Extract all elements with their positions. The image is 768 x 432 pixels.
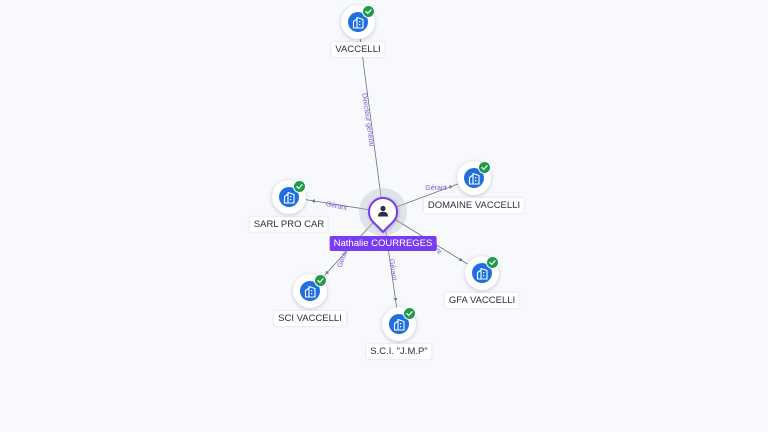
company-node-label[interactable]: VACCELLI [331, 42, 385, 57]
company-node-label[interactable]: SARL PRO CAR [249, 217, 329, 232]
company-node-label[interactable]: SCI VACCELLI [274, 311, 346, 326]
company-node-label[interactable]: DOMAINE VACCELLI [423, 198, 525, 213]
company-node-label[interactable]: S.C.I. "J.M.P" [366, 344, 432, 359]
verified-check-icon [362, 5, 375, 18]
check-glyph [489, 260, 496, 266]
building-glyph [468, 172, 480, 185]
edge-label-sarl-pro-car: Gérant [325, 201, 347, 212]
verified-check-icon [293, 180, 306, 193]
verified-check-icon [478, 161, 491, 174]
building-glyph [283, 191, 295, 204]
building-glyph [352, 16, 364, 29]
company-building-icon [389, 314, 409, 334]
check-glyph [406, 311, 413, 317]
center-person-label[interactable]: Nathalie COURREGES [329, 236, 437, 251]
person-icon [378, 205, 388, 217]
building-glyph [393, 318, 405, 331]
check-glyph [317, 278, 324, 284]
company-node-label[interactable]: GFA VACCELLI [444, 293, 520, 308]
check-glyph [481, 165, 488, 171]
company-building-icon [472, 263, 492, 283]
building-glyph [476, 267, 488, 280]
verified-check-icon [314, 274, 327, 287]
building-glyph [304, 285, 316, 298]
edge-label-sci-jmp: Gérant [388, 259, 398, 281]
check-glyph [365, 9, 372, 15]
edge-arrow-domaine-vaccelli [448, 185, 453, 189]
edge-arrow-sci-jmp [393, 297, 398, 302]
company-building-icon [464, 168, 484, 188]
edge-arrow-sarl-pro-car [311, 199, 315, 204]
edge-label-vaccelli: Directeur général [360, 93, 374, 148]
edge-arrow-sci-vaccelli [325, 270, 330, 275]
company-building-icon [300, 281, 320, 301]
edge-arrow-gfa-vaccelli [458, 257, 463, 262]
verified-check-icon [486, 256, 499, 269]
company-building-icon [348, 12, 368, 32]
verified-check-icon [403, 307, 416, 320]
edge-label-domaine-vaccelli: Gérant [425, 185, 446, 192]
edge-sci-jmp [382, 211, 400, 325]
company-building-icon [279, 187, 299, 207]
check-glyph [296, 184, 303, 190]
